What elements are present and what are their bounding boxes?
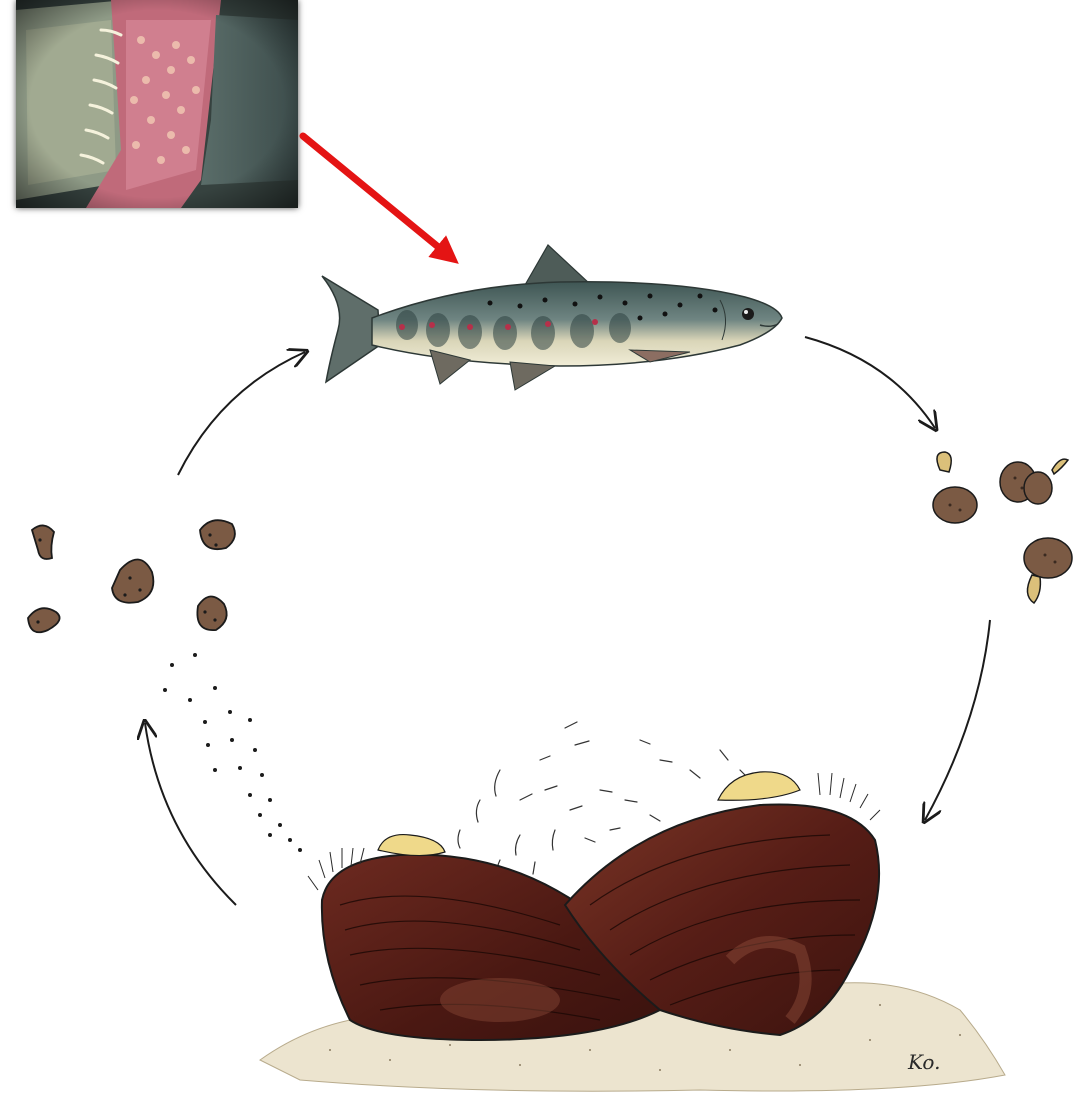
glochidia-icon [28,520,235,632]
adult-mussel-icon [308,772,880,1040]
cycle-arrow-icon [805,337,935,428]
cycle-arrows [145,337,990,905]
cycle-arrow-icon [178,352,305,475]
artist-signature: Ko. [908,1050,940,1074]
red-arrow-icon [303,136,448,255]
juvenile-mussel-icon [933,452,1072,603]
cycle-arrow-icon [925,620,990,820]
salmon-icon [322,245,782,390]
cycle-arrow-icon [145,723,236,905]
glochidia-trail [163,653,302,852]
